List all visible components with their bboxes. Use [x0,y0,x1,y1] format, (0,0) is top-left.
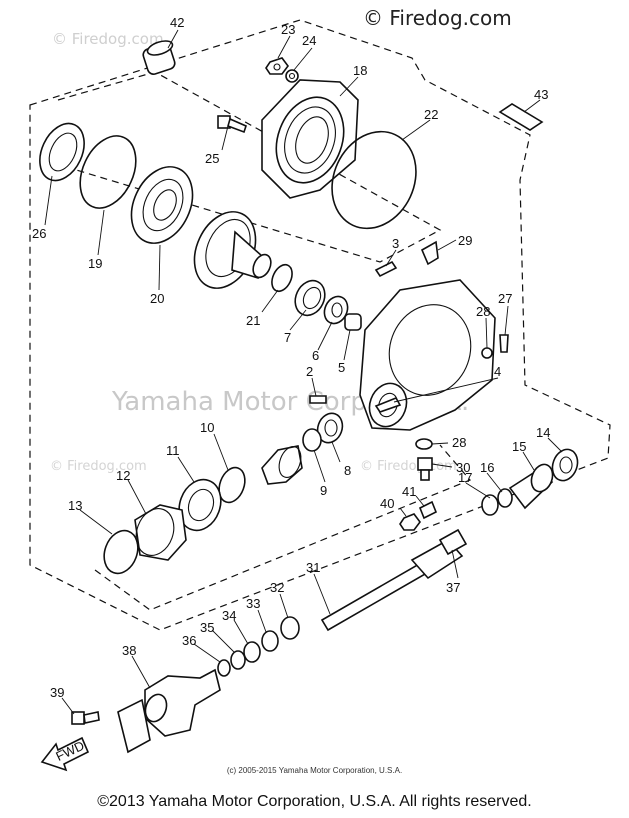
label-20: 20 [150,291,164,306]
label-33: 33 [246,596,260,611]
label-30: 30 [456,460,470,475]
label-16: 16 [480,460,494,475]
label-7: 7 [284,330,291,345]
part-20-bearing [130,166,194,244]
label-26: 26 [32,226,46,241]
part-34-spring [243,641,261,663]
label-41: 41 [402,484,416,499]
shaft-group-boundary [94,444,471,611]
housing-boundary [29,19,611,631]
label-34: 34 [222,608,236,623]
part-13-o-ring [103,529,139,575]
label-28-upper: 28 [476,304,490,319]
firedog-watermark-top-right: © Firedog.com [363,6,512,30]
gear-group-boundary [57,71,442,263]
label-17: 17 [458,470,472,485]
part-23-nut [265,57,289,75]
part-16-washer [497,488,513,508]
part-30-drain-bolt [417,457,433,481]
label-10: 10 [200,420,214,435]
part-38-universal-joint [117,668,221,754]
part-26-oil-seal [39,122,85,182]
label-36: 36 [182,633,196,648]
label-12: 12 [116,468,130,483]
label-4: 4 [494,364,501,379]
label-29: 29 [458,233,472,248]
part-40-nut [399,513,421,531]
part-25-bolt [217,115,247,134]
label-37: 37 [446,580,460,595]
label-21: 21 [246,313,260,328]
part-29-plug [420,240,439,266]
part-37-spring [438,528,468,556]
label-14: 14 [536,425,550,440]
firedog-watermark-right: © Firedog.com [360,459,457,474]
part-10-circlip [218,466,246,504]
label-38: 38 [122,643,136,658]
label-11: 11 [166,443,180,458]
copyright-footer: ©2013 Yamaha Motor Corporation, U.S.A. A… [97,793,532,810]
part-28-washer-lower [415,438,433,450]
firedog-watermark-top-left: © Firedog.com [52,30,164,48]
label-13: 13 [68,498,82,513]
part-27-bolt [499,334,509,353]
part-12-bearing-housing [134,504,187,561]
label-2: 2 [306,364,313,379]
ring-gear [193,211,272,289]
label-23: 23 [281,22,295,37]
part-28-washer-upper [481,347,493,359]
small-copyright: (c) 2005-2015 Yamaha Motor Corporation, … [226,766,403,775]
label-22: 22 [424,107,438,122]
label-25: 25 [205,151,219,166]
part-5-bushing [344,313,362,331]
part-33-washer [261,630,279,652]
label-39: 39 [50,685,64,700]
part-7-bearing [294,279,326,317]
part-19-o-ring [79,135,137,209]
part-39-bolt [71,711,100,725]
label-3: 3 [392,236,399,251]
label-27: 27 [498,291,512,306]
label-28-lower: 28 [452,435,466,450]
part-32-collar [280,616,300,640]
part-2-stud [309,395,327,404]
part-number-labels: 42 23 24 18 22 25 26 19 20 21 7 6 5 3 29… [32,15,550,700]
part-21-shim [271,263,293,293]
label-40: 40 [380,496,394,511]
part-17-nut [481,494,499,516]
label-24: 24 [302,33,316,48]
label-19: 19 [88,256,102,271]
label-9: 9 [320,483,327,498]
label-43: 43 [534,87,548,102]
label-6: 6 [312,348,319,363]
label-8: 8 [344,463,351,478]
part-9-collar [302,428,322,452]
label-15: 15 [512,439,526,454]
part-3-stud [374,260,398,278]
part-15-sleeve [508,463,554,510]
part-11-bearing [178,478,222,532]
part-36-circlip [217,659,231,677]
part-4-stud [374,396,402,413]
part-35-seat [230,650,246,670]
pinion-gear [261,445,303,485]
part-42-cap [142,40,176,75]
part-14-oil-seal [551,448,579,482]
label-31: 31 [306,560,320,575]
label-32: 32 [270,580,284,595]
firedog-watermark-left: © Firedog.com [50,459,147,474]
label-35: 35 [200,620,214,635]
part-31-drive-shaft [320,538,464,632]
leader-lines [44,29,563,715]
part-43-label [498,103,544,131]
label-18: 18 [353,63,367,78]
label-42: 42 [170,15,184,30]
part-18-bearing-housing [261,79,359,199]
part-24-washer [285,69,299,83]
label-5: 5 [338,360,345,375]
part-22-o-ring [331,130,417,230]
part-8-bearing [316,412,344,444]
